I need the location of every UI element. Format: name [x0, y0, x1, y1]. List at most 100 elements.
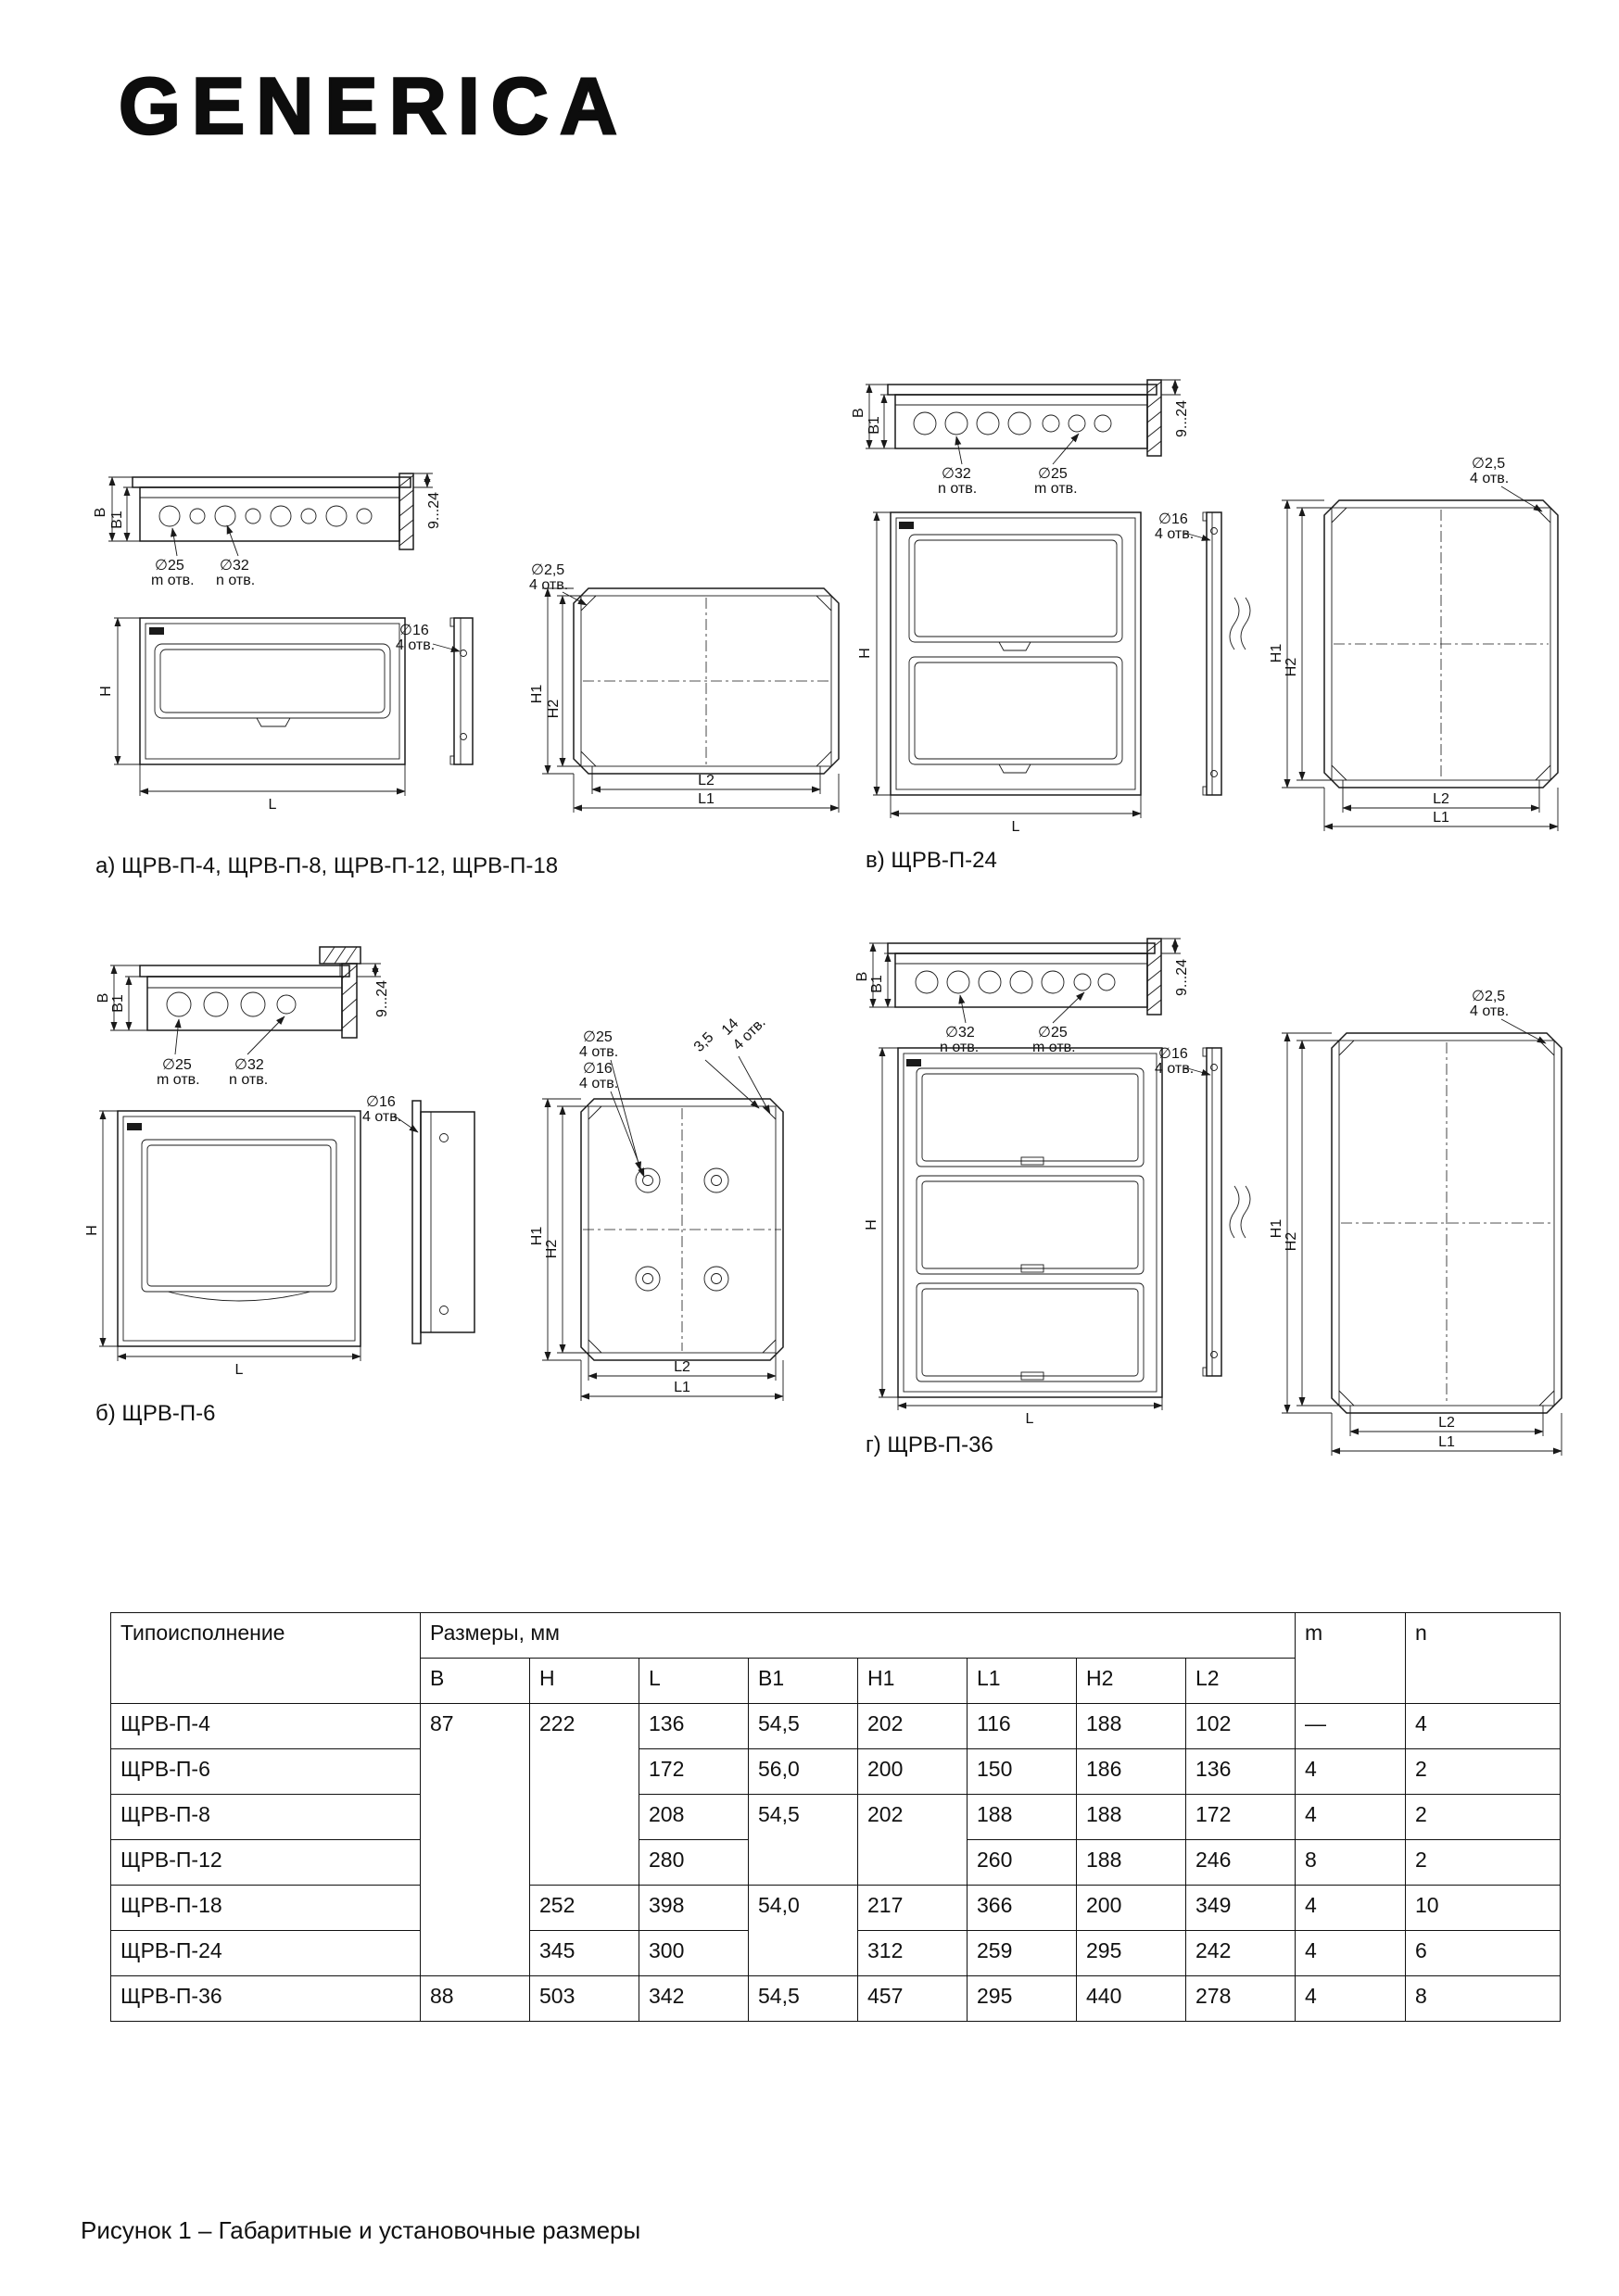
figure-g-drawing: B B1 9...24 ∅32 n отв. ∅25 m отв. [854, 938, 1562, 1456]
dim-label-d16: ∅16 [583, 1061, 613, 1077]
col-header-B: B [420, 1658, 530, 1704]
dim-label-B: B [851, 408, 866, 418]
dim-label-m-otv: m отв. [1034, 481, 1078, 497]
table-cell: 503 [529, 1975, 639, 2022]
col-header-type: Типоисполнение [110, 1612, 421, 1704]
col-header-n: n [1405, 1612, 1561, 1704]
col-header-H2: H2 [1076, 1658, 1186, 1704]
dim-label-L2: L2 [674, 1359, 690, 1375]
brand-mark-icon [127, 1123, 142, 1130]
col-header-H: H [529, 1658, 639, 1704]
table-row: ЩРВ-П-12 280 260 188 246 8 2 [110, 1839, 1561, 1886]
col-header-L1: L1 [967, 1658, 1077, 1704]
dim-label-B: B [95, 993, 111, 1003]
dim-label-H: H [84, 1225, 100, 1236]
dim-label-d25: ∅25 [583, 1029, 613, 1045]
dim-label-d25: ∅25 [1038, 1025, 1068, 1041]
table-cell: 278 [1185, 1975, 1296, 2022]
table-cell: 54,5 [748, 1975, 858, 2022]
figure-v-drawing: B B1 9...24 ∅32 n отв. ∅25 m отв. [851, 379, 1559, 835]
table-cell: 4 [1295, 1794, 1406, 1840]
dim-label-4otv: 4 отв. [1155, 1061, 1194, 1077]
table-cell: 188 [1076, 1703, 1186, 1749]
table-row: ЩРВ-П-24 345 300 312 259 295 242 4 6 [110, 1930, 1561, 1976]
dim-label-L1: L1 [674, 1380, 690, 1395]
table-cell: 4 [1295, 1885, 1406, 1931]
table-cell: ЩРВ-П-36 [110, 1975, 421, 2022]
fig-a-side-view: ∅16 4 отв. [396, 617, 474, 765]
table-cell: 54,5 [748, 1794, 858, 1886]
table-cell: 2 [1405, 1839, 1561, 1886]
table-cell: 136 [1185, 1748, 1296, 1795]
fig-a-back-view: ∅2,5 4 отв. H1 H2 L2 L1 [529, 562, 840, 813]
fig-g-back-view: ∅2,5 4 отв. H1 H2 L2 L1 [1269, 989, 1562, 1456]
table-cell: 440 [1076, 1975, 1186, 2022]
table-cell: ЩРВ-П-4 [110, 1703, 421, 1749]
table-cell: 259 [967, 1930, 1077, 1976]
dim-label-d2-5: ∅2,5 [1472, 989, 1505, 1004]
table-cell: 202 [857, 1794, 968, 1886]
table-cell: ЩРВ-П-8 [110, 1794, 421, 1840]
dim-label-H1: H1 [1269, 644, 1284, 663]
table-cell: 2 [1405, 1794, 1561, 1840]
dim-label-depth: 9...24 [426, 492, 442, 529]
table-cell: 4 [1295, 1748, 1406, 1795]
table-cell: 295 [1076, 1930, 1186, 1976]
table-cell: 87 [420, 1703, 530, 1976]
dim-label-4otv: 4 отв. [362, 1109, 401, 1125]
fig-a-front-view: H L [98, 617, 406, 813]
fig-v-back-view: ∅2,5 4 отв. H1 H2 L2 L1 [1269, 456, 1559, 831]
table-cell: 222 [529, 1703, 639, 1886]
dim-label-depth: 9...24 [1174, 400, 1190, 437]
fig-b-front-view: H L [84, 1110, 361, 1378]
table-cell: 186 [1076, 1748, 1186, 1795]
dim-label-H2: H2 [1284, 658, 1299, 677]
dim-label-d32: ∅32 [234, 1057, 264, 1073]
table-cell: ЩРВ-П-24 [110, 1930, 421, 1976]
table-row: ЩРВ-П-18 252 398 54,0 217 366 200 349 4 … [110, 1885, 1561, 1976]
table-cell: 202 [857, 1703, 968, 1749]
dim-label-H1: H1 [529, 1227, 545, 1246]
table-cell: 116 [967, 1703, 1077, 1749]
dim-label-B1: B1 [869, 975, 885, 993]
table-cell: 150 [967, 1748, 1077, 1795]
table-cell: 88 [420, 1975, 530, 2022]
table-cell: 54,0 [748, 1885, 858, 1976]
fig-b-side-view: ∅16 4 отв. [362, 1094, 475, 1344]
dim-label-H2: H2 [544, 1240, 560, 1259]
dim-label-4otv: 4 отв. [730, 1015, 769, 1053]
table-cell: 102 [1185, 1703, 1296, 1749]
dim-label-chamfer: 3,5 [691, 1029, 717, 1055]
table-row: ЩРВ-П-4 87 222 136 54,5 202 116 188 102 … [110, 1703, 1561, 1976]
dim-label-4otv: 4 отв. [579, 1044, 618, 1060]
dim-label-L: L [235, 1362, 244, 1378]
table-cell: 54,5 [748, 1703, 858, 1749]
fig-a-top-view: B B1 9...24 ∅25 m отв. ∅32 n отв. [93, 473, 442, 588]
col-header-B1: B1 [748, 1658, 858, 1704]
dim-label-H: H [857, 648, 873, 659]
dim-label-B: B [93, 508, 108, 518]
figure-b-caption: б) ЩРВ-П-6 [95, 1401, 216, 1426]
dim-label-d25: ∅25 [155, 558, 184, 574]
dim-label-L1: L1 [698, 791, 715, 807]
dim-label-L: L [269, 797, 277, 813]
table-cell: 4 [1405, 1703, 1561, 1749]
dim-label-d16: ∅16 [366, 1094, 396, 1110]
col-header-sizes: Размеры, мм [420, 1612, 1296, 1659]
col-header-L2: L2 [1185, 1658, 1296, 1704]
dim-label-H: H [864, 1219, 879, 1230]
table-row: ЩРВ-П-6 172 56,0 200 150 186 136 4 2 [110, 1748, 1561, 1795]
dimensions-table: Типоисполнение Размеры, мм m n B H L B1 … [110, 1612, 1561, 2022]
table-cell: 188 [1076, 1839, 1186, 1886]
dim-label-L2: L2 [1433, 791, 1449, 807]
dim-label-depth: 9...24 [374, 980, 390, 1017]
dim-label-d25: ∅25 [1038, 466, 1068, 482]
dim-label-H2: H2 [546, 700, 562, 719]
table-cell: 200 [1076, 1885, 1186, 1931]
col-header-H1: H1 [857, 1658, 968, 1704]
dim-label-L: L [1026, 1411, 1034, 1427]
table-cell: 10 [1405, 1885, 1561, 1931]
dim-label-4otv: 4 отв. [579, 1076, 618, 1091]
table-cell: 349 [1185, 1885, 1296, 1931]
